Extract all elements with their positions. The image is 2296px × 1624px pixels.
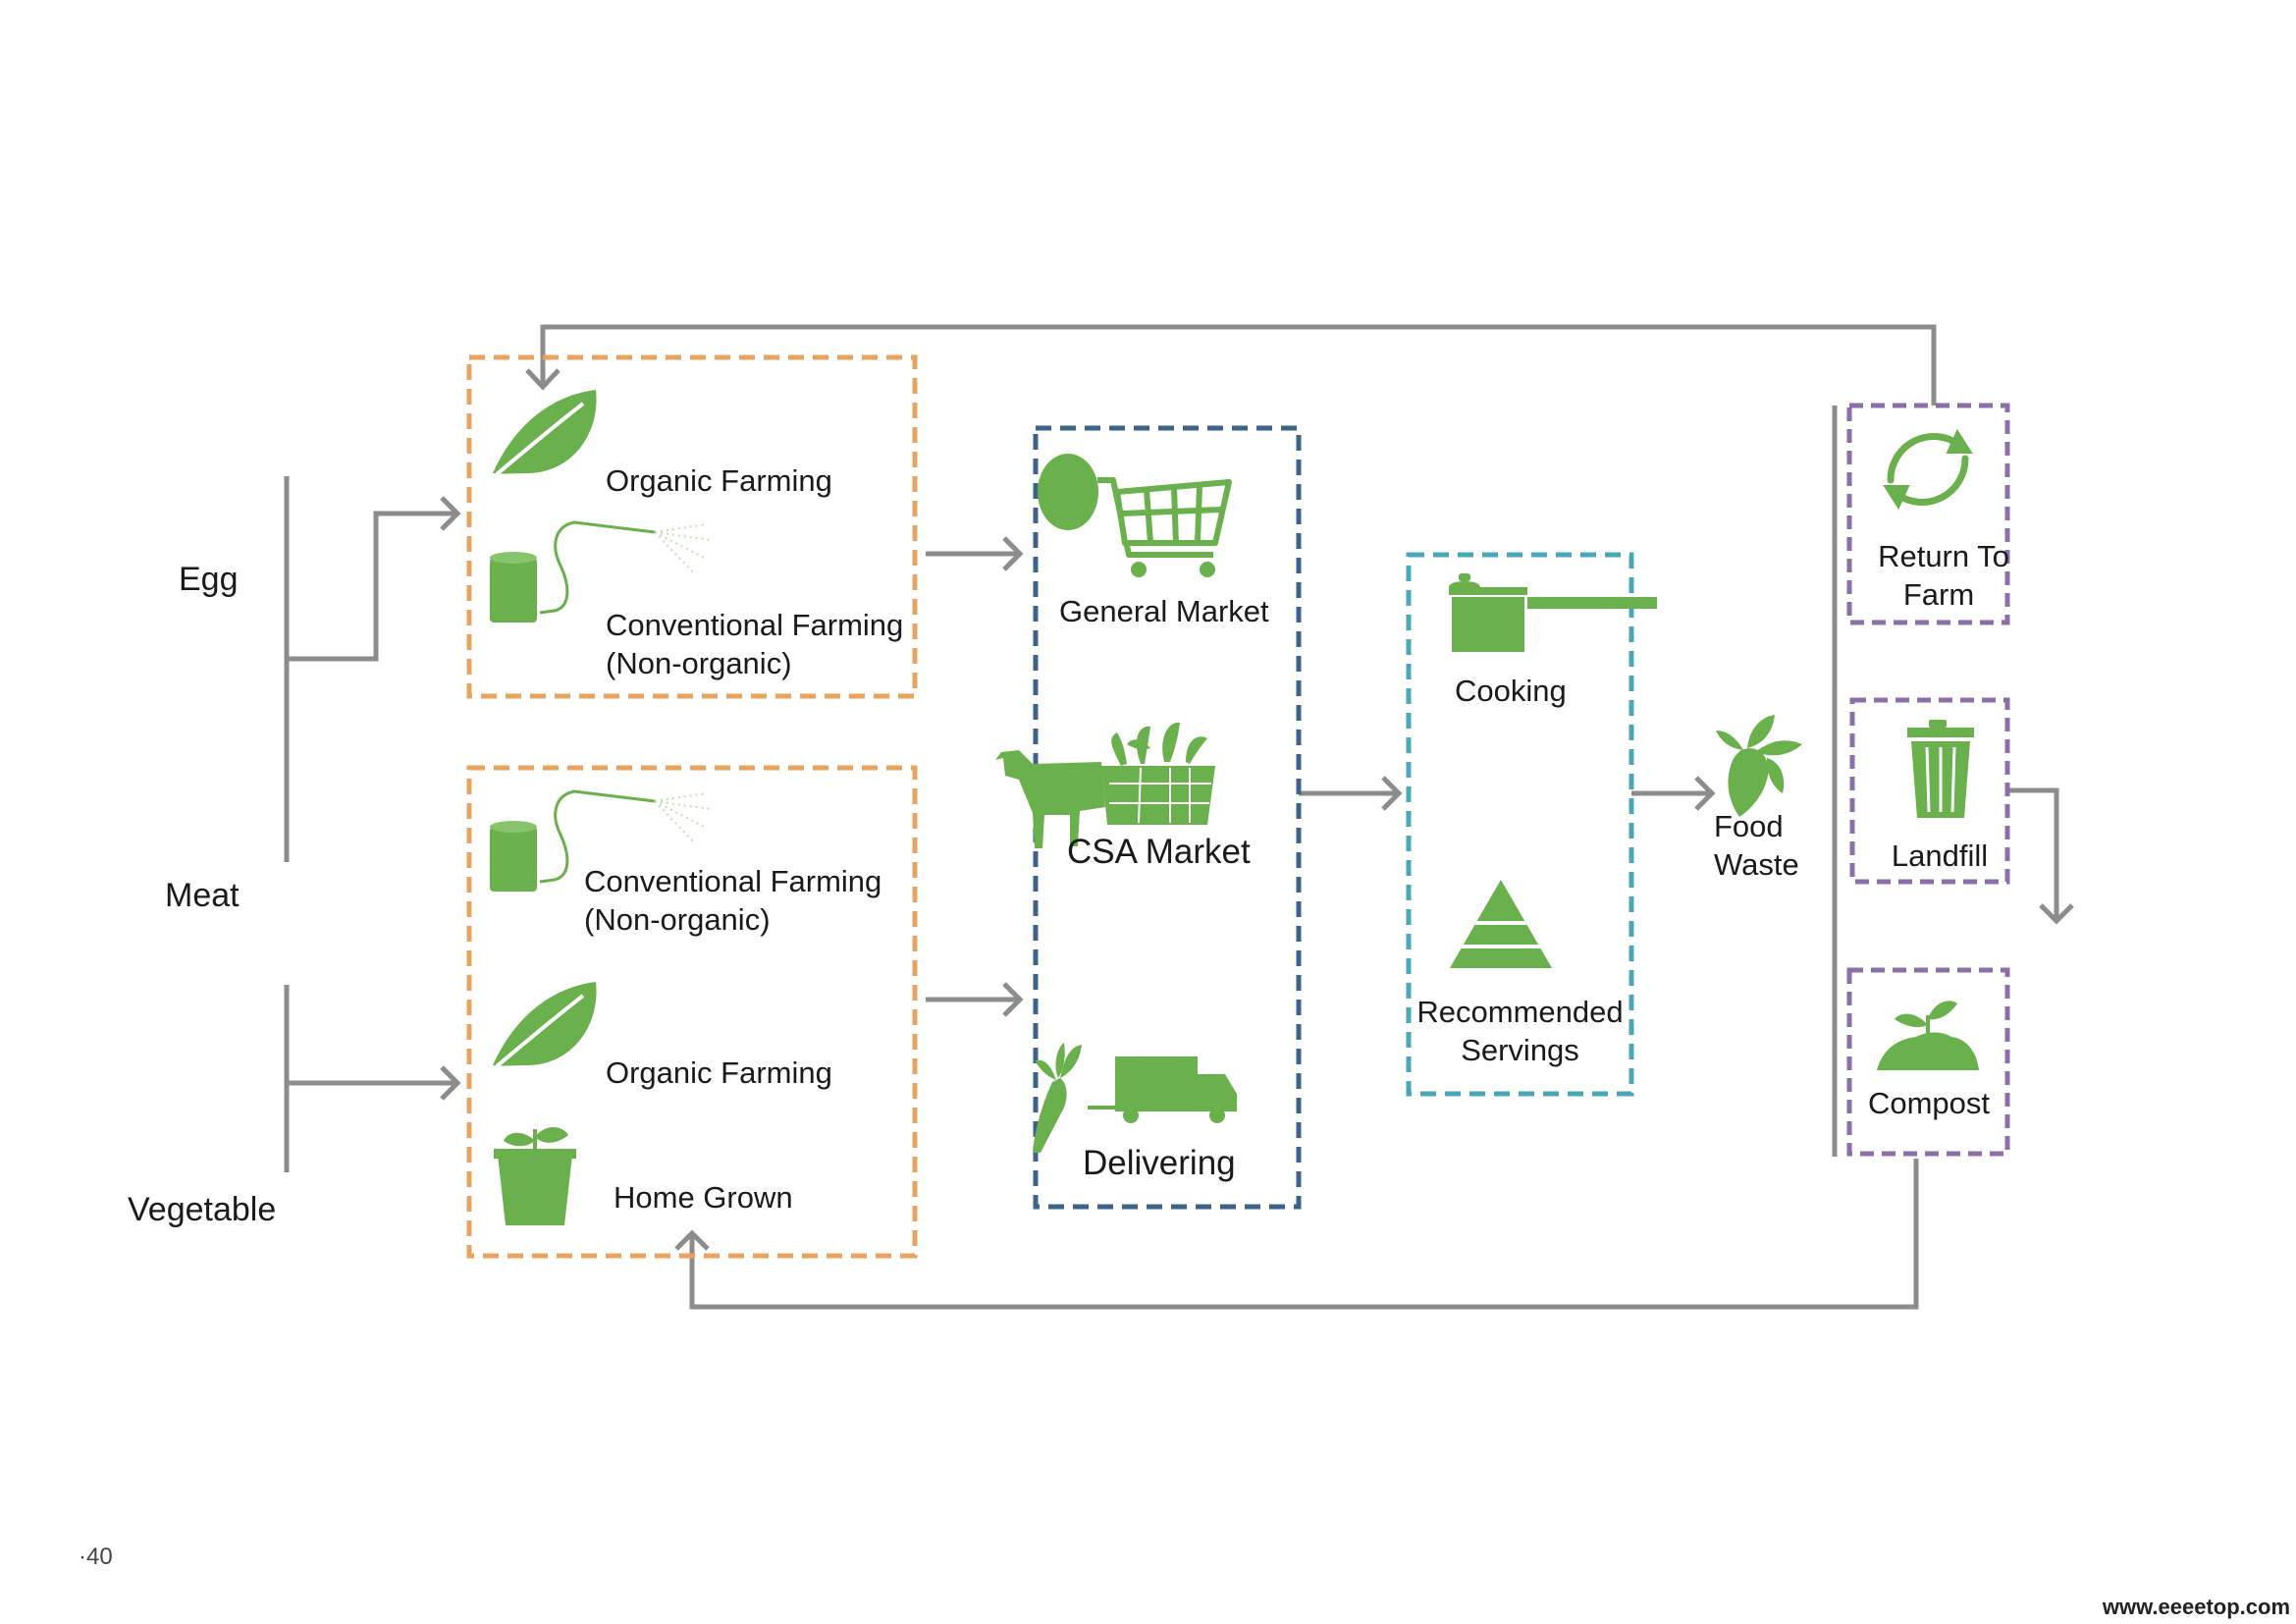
organic-farming-label-bottom: Organic Farming [606, 1056, 832, 1090]
potted-plant-icon [494, 1127, 576, 1225]
leaf-icon [491, 388, 599, 476]
cow-vegetable-basket-icon [995, 722, 1215, 848]
farming-to-market-arrow-top [926, 536, 1024, 571]
market-to-consumption-arrow [1299, 776, 1403, 811]
source-meat: Meat [165, 877, 240, 914]
farming-group-top [466, 354, 918, 699]
carrot-delivery-truck-icon [1033, 1043, 1237, 1153]
egg-meat-bracket [284, 476, 461, 862]
farm-label: Farm [1902, 577, 1975, 612]
delivering-label: Delivering [1083, 1144, 1236, 1182]
conventional-farming-label-top: Conventional Farming [606, 608, 904, 642]
general-market-label: General Market [1059, 594, 1269, 628]
return-to-farm-box [1846, 403, 2010, 625]
vegetable-icon [1716, 715, 1802, 817]
consumption-group [1406, 552, 1634, 1097]
source-egg: Egg [179, 561, 239, 598]
food-pyramid-icon [1450, 880, 1552, 968]
return-to-farm-loop-arrow [525, 324, 1937, 406]
recycle-icon [1883, 428, 1973, 511]
landfill-outflow-arrow [2007, 787, 2074, 925]
egg-shopping-cart-icon [1038, 454, 1232, 577]
csa-market-label: CSA Market [1067, 833, 1251, 871]
servings-label: Servings [1461, 1033, 1579, 1067]
food-label: Food [1714, 809, 1784, 843]
page-number: ·40 [79, 1543, 113, 1570]
source-vegetable: Vegetable [128, 1191, 277, 1228]
leaf-icon [491, 980, 599, 1068]
organic-farming-label-top: Organic Farming [606, 463, 832, 498]
return-to-label: Return To [1878, 539, 2009, 573]
landfill-label: Landfill [1891, 839, 1989, 873]
home-grown-label: Home Grown [614, 1180, 793, 1215]
farming-group-bottom [466, 765, 918, 1259]
watermark: www.eeeetop.com [2102, 1595, 2290, 1619]
trash-can-icon [1907, 720, 1974, 818]
cooking-pot-icon [1449, 573, 1657, 652]
farming-to-market-arrow-bottom [926, 982, 1024, 1017]
waste-label: Waste [1714, 847, 1799, 882]
compost-sprout-icon [1877, 1001, 1979, 1070]
recommended-label: Recommended [1416, 995, 1624, 1029]
cooking-label: Cooking [1455, 674, 1567, 708]
landfill-box [1849, 697, 2010, 885]
vegetable-bracket [284, 985, 461, 1172]
non-organic-label-bottom: (Non-organic) [584, 902, 771, 937]
compost-loop-arrow [674, 1159, 1919, 1310]
compost-label: Compost [1867, 1086, 1991, 1120]
compost-box [1846, 967, 2010, 1157]
conventional-farming-label-bottom: Conventional Farming [584, 864, 882, 898]
non-organic-label-top: (Non-organic) [606, 646, 792, 680]
consumption-to-waste-arrow [1631, 776, 1716, 811]
